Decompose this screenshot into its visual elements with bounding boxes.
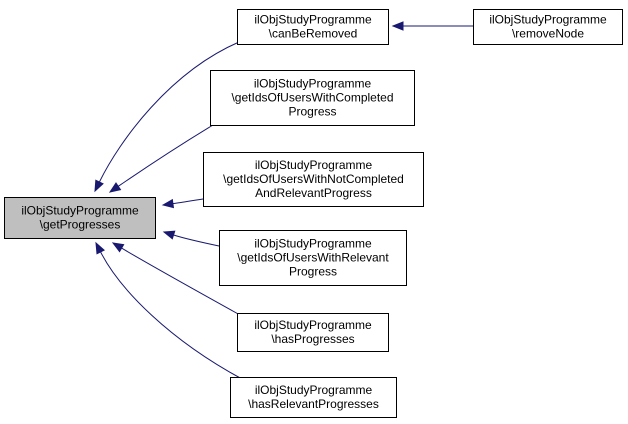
edge-has-progresses-to-get-progresses	[111, 242, 241, 316]
arrowhead-icon	[94, 179, 104, 193]
node-label-line: ilObjStudyProgramme	[254, 77, 372, 91]
node-label-line: \canBeRemoved	[269, 27, 358, 41]
node-has-relevant-progresses[interactable]: ilObjStudyProgramme\hasRelevantProgresse…	[230, 377, 397, 418]
edge-get-ids-of-users-with-completed-progress-to-get-progresses	[108, 124, 214, 193]
edge-can-be-removed-to-get-progresses	[94, 41, 240, 193]
node-label-line: Progress	[288, 105, 336, 119]
node-label-line: \getIdsOfUsersWithCompleted	[231, 91, 393, 105]
edge-has-relevant-progresses-to-get-progresses	[95, 241, 243, 380]
node-label-line: ilObjStudyProgramme	[254, 318, 372, 332]
node-label-line: ilObjStudyProgramme	[255, 383, 373, 397]
node-box	[473, 9, 623, 45]
node-get-ids-of-users-with-relevant-progress[interactable]: ilObjStudyProgramme\getIdsOfUsersWithRel…	[219, 230, 407, 286]
node-label-line: \getProgresses	[40, 218, 121, 232]
node-get-progresses[interactable]: ilObjStudyProgramme\getProgresses	[4, 197, 156, 239]
edge-line	[100, 251, 243, 380]
node-label-line: \hasRelevantProgresses	[248, 397, 379, 411]
node-box	[203, 152, 424, 207]
arrowhead-icon	[161, 198, 175, 209]
node-box	[230, 377, 397, 418]
edge-line	[173, 234, 220, 247]
arrowhead-icon	[162, 230, 176, 240]
node-has-progresses[interactable]: ilObjStudyProgramme\hasProgresses	[237, 313, 389, 352]
edge-remove-node-to-can-be-removed	[391, 21, 473, 31]
edge-get-ids-of-users-with-not-completed-and-relevant-progress-to-get-progresses	[161, 198, 204, 209]
edge-line	[172, 198, 204, 205]
edge-line	[117, 124, 214, 187]
edge-line	[121, 247, 241, 316]
node-label-line: ilObjStudyProgramme	[255, 158, 373, 172]
arrowhead-icon	[391, 21, 404, 31]
nodes-layer: ilObjStudyProgramme\getProgressesilObjSt…	[4, 9, 623, 418]
node-can-be-removed[interactable]: ilObjStudyProgramme\canBeRemoved	[237, 9, 389, 45]
node-label-line: \getIdsOfUsersWithRelevant	[237, 251, 389, 265]
node-box	[4, 197, 156, 239]
node-label-line: \getIdsOfUsersWithNotCompleted	[223, 172, 404, 186]
node-label-line: \removeNode	[512, 27, 584, 41]
arrowhead-icon	[95, 241, 105, 255]
node-box	[210, 70, 415, 126]
arrowhead-icon	[108, 182, 122, 193]
node-box	[219, 230, 407, 286]
node-box	[237, 313, 389, 352]
node-get-ids-of-users-with-not-completed-and-relevant-progress[interactable]: ilObjStudyProgramme\getIdsOfUsersWithNot…	[203, 152, 424, 207]
node-label-line: ilObjStudyProgramme	[21, 204, 139, 218]
node-label-line: Progress	[289, 265, 337, 279]
edges-layer	[94, 21, 473, 380]
node-label-line: AndRelevantProgress	[255, 186, 372, 200]
node-label-line: \hasProgresses	[271, 332, 354, 346]
edge-get-ids-of-users-with-relevant-progress-to-get-progresses	[162, 230, 220, 247]
node-label-line: ilObjStudyProgramme	[254, 13, 372, 27]
edge-line	[98, 41, 240, 183]
node-remove-node[interactable]: ilObjStudyProgramme\removeNode	[473, 9, 623, 45]
node-box	[237, 9, 389, 45]
node-get-ids-of-users-with-completed-progress[interactable]: ilObjStudyProgramme\getIdsOfUsersWithCom…	[210, 70, 415, 126]
arrowhead-icon	[111, 242, 125, 253]
node-label-line: ilObjStudyProgramme	[489, 13, 607, 27]
node-label-line: ilObjStudyProgramme	[254, 237, 372, 251]
